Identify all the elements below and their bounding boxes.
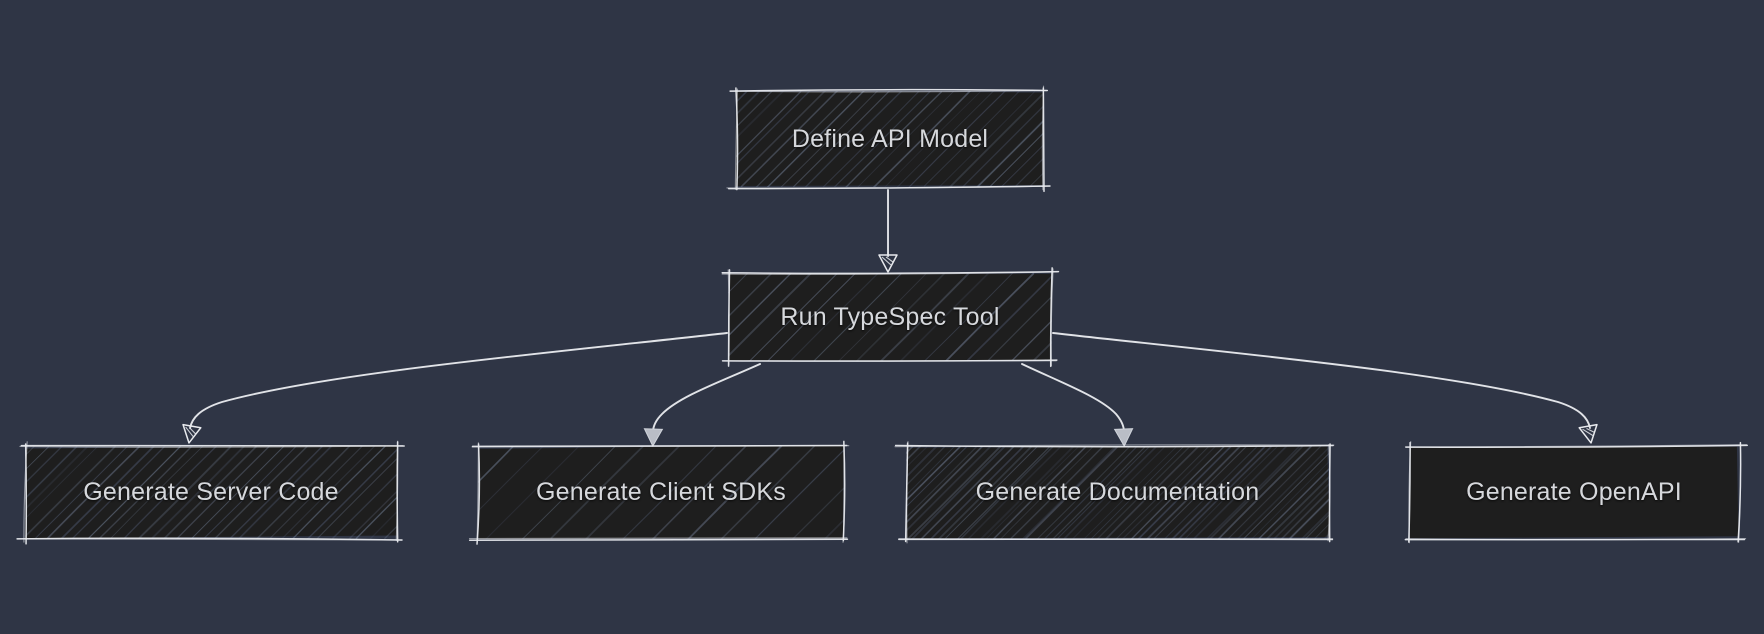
node-box — [16, 440, 405, 545]
edge-edge-run-to-server — [182, 332, 729, 444]
node-generate-client-sdks[interactable]: Generate Client SDKs — [468, 440, 850, 545]
node-label: Generate OpenAPI — [1466, 478, 1682, 506]
node-define-api-model[interactable]: Define API Model — [726, 85, 1051, 193]
node-generate-openapi[interactable]: Generate OpenAPI — [1404, 441, 1748, 544]
node-label: Generate Server Code — [83, 478, 339, 506]
node-box — [894, 441, 1335, 544]
node-box — [1404, 441, 1748, 544]
arrowhead-icon — [182, 423, 202, 444]
node-label: Define API Model — [791, 124, 989, 153]
arrowhead-icon — [1578, 423, 1598, 444]
arrowhead-icon — [878, 254, 898, 273]
node-generate-server-code[interactable]: Generate Server Code — [16, 440, 405, 545]
node-generate-documentation[interactable]: Generate Documentation — [894, 441, 1335, 544]
node-box — [721, 267, 1060, 368]
edge-edge-define-to-run — [878, 189, 898, 273]
edge-edge-run-to-openapi — [1052, 332, 1598, 444]
arrowhead-icon — [1113, 428, 1134, 448]
node-run-typespec-tool[interactable]: Run TypeSpec Tool — [721, 267, 1060, 368]
edge-edge-run-to-client — [643, 363, 762, 448]
arrowhead-icon — [643, 428, 664, 448]
node-label: Generate Documentation — [975, 478, 1260, 506]
node-box — [726, 85, 1051, 193]
edge-edge-run-to-docs — [1021, 363, 1134, 448]
node-label: Run TypeSpec Tool — [780, 302, 1000, 331]
node-label: Generate Client SDKs — [536, 478, 786, 506]
node-box — [468, 440, 850, 545]
